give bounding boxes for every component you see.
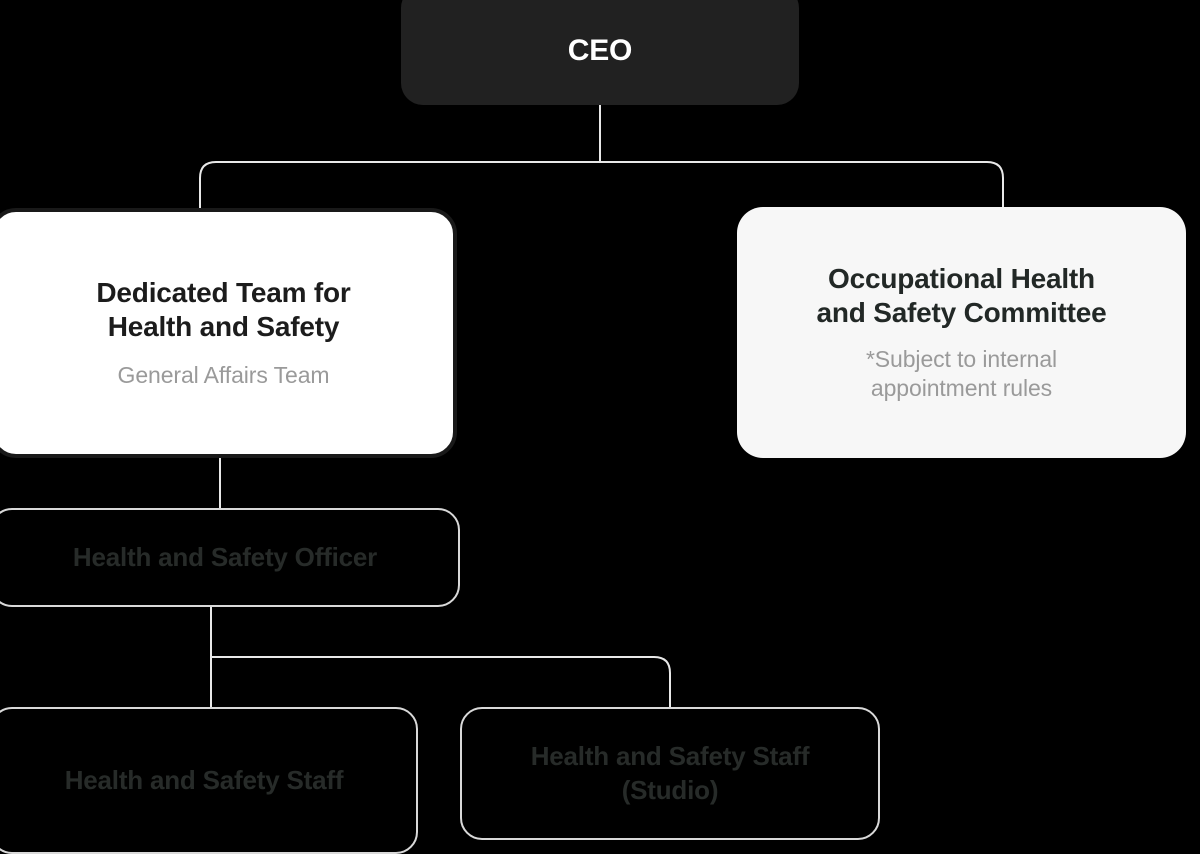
node-ohs-committee-title: Occupational Health and Safety Committee [816, 262, 1106, 331]
node-dedicated-team-title-line1: Dedicated Team for [96, 276, 351, 308]
node-ohs-committee-subtitle-line2: appointment rules [870, 374, 1053, 401]
node-ohs-committee-title-line2: and Safety Committee [816, 297, 1107, 329]
node-dedicated-team-title-line2: Health and Safety [107, 311, 340, 343]
edge-ceo-to-dedicated-team [199, 161, 600, 210]
node-dedicated-team-title: Dedicated Team for Health and Safety [96, 276, 350, 345]
node-hs-officer-title: Health and Safety Officer [72, 541, 378, 572]
node-hs-staff-studio-title: Health and Safety Staff (Studio) [531, 740, 810, 808]
edge-hs-officer-to-hs-staff-studio [211, 656, 671, 708]
node-ohs-committee[interactable]: Occupational Health and Safety Committee… [737, 207, 1186, 458]
node-ceo[interactable]: CEO [401, 0, 799, 105]
node-ohs-committee-title-line1: Occupational Health [828, 262, 1095, 294]
node-hs-staff-studio-title-line2: (Studio) [621, 774, 719, 805]
node-hs-staff-studio[interactable]: Health and Safety Staff (Studio) [460, 707, 880, 840]
node-hs-staff-title: Health and Safety Staff [64, 764, 344, 795]
node-dedicated-team-subtitle: General Affairs Team [117, 361, 330, 388]
node-ohs-committee-subtitle: *Subject to internal appointment rules [866, 345, 1057, 404]
edge-ceo-to-ohs-committee [600, 161, 1004, 210]
node-dedicated-team[interactable]: Dedicated Team for Health and Safety Gen… [0, 208, 457, 458]
node-hs-staff-studio-title-line1: Health and Safety Staff [530, 740, 810, 771]
node-ohs-committee-subtitle-line1: *Subject to internal [865, 345, 1058, 372]
node-hs-staff[interactable]: Health and Safety Staff [0, 707, 418, 854]
node-hs-officer[interactable]: Health and Safety Officer [0, 508, 460, 607]
node-ceo-title: CEO [567, 34, 633, 68]
